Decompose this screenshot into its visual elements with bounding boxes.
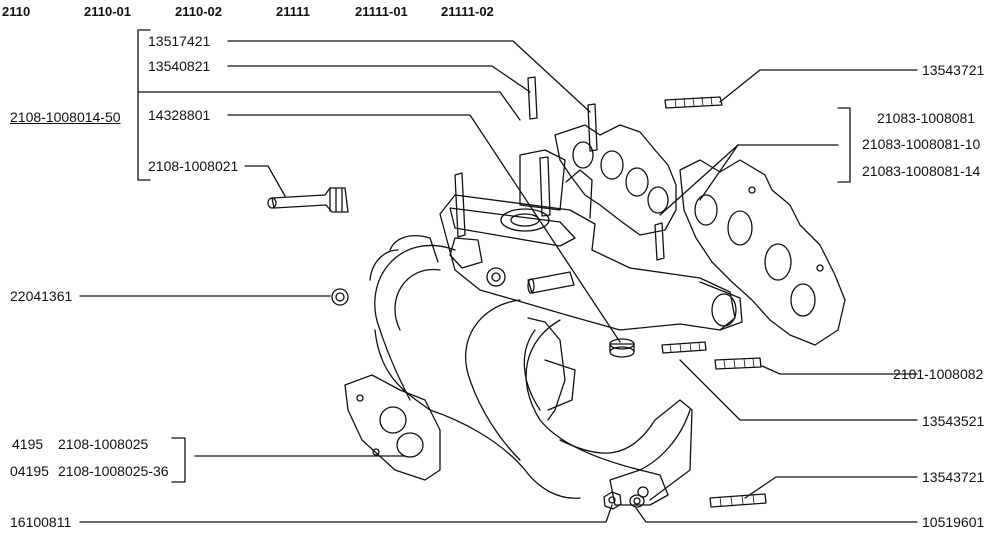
label-10519601: 10519601 [922, 514, 985, 530]
studs [454, 76, 665, 261]
label-2101-1008082: 2101-1008082 [893, 366, 984, 382]
label-04195: 04195 [10, 463, 49, 479]
gasket-rear [679, 159, 846, 346]
label-2108-1008025-36: 2108-1008025-36 [58, 463, 169, 479]
label-2108-1008014-50: 2108-1008014-50 [10, 109, 121, 125]
model-2110-02: 2110-02 [175, 4, 222, 19]
label-13517421: 13517421 [148, 33, 211, 49]
label-2108-1008021: 2108-1008021 [148, 158, 239, 174]
fitting [527, 271, 575, 294]
label-14328801: 14328801 [148, 107, 211, 123]
gasket-front [554, 124, 677, 236]
model-2110-01: 2110-01 [84, 4, 131, 19]
label-13540821: 13540821 [148, 58, 211, 74]
label-13543521: 13543521 [922, 413, 985, 429]
label-13543721-bottom: 13543721 [922, 469, 985, 485]
label-4195: 4195 [12, 436, 44, 452]
leader-lines-left [79, 29, 621, 523]
lower-flange [344, 374, 441, 481]
thread-hatching [669, 96, 755, 507]
lower-bracket [544, 359, 669, 506]
label-21083-1008081-14: 21083-1008081-14 [862, 163, 981, 179]
model-21111: 21111 [276, 4, 310, 19]
model-2110: 2110 [2, 4, 31, 19]
loose-parts [267, 96, 767, 510]
model-21111-01: 21111-01 [355, 4, 408, 19]
label-16100811: 16100811 [10, 514, 72, 530]
leader-lines-right [635, 69, 918, 523]
label-13543721-top: 13543721 [922, 62, 985, 78]
label-22041361: 22041361 [10, 288, 73, 304]
manifold-body [439, 149, 743, 331]
model-21111-02: 21111-02 [441, 4, 494, 19]
label-21083-1008081-10: 21083-1008081-10 [862, 136, 981, 152]
label-2108-1008025: 2108-1008025 [58, 436, 149, 452]
runners [369, 235, 693, 501]
label-21083-1008081: 21083-1008081 [877, 110, 976, 126]
